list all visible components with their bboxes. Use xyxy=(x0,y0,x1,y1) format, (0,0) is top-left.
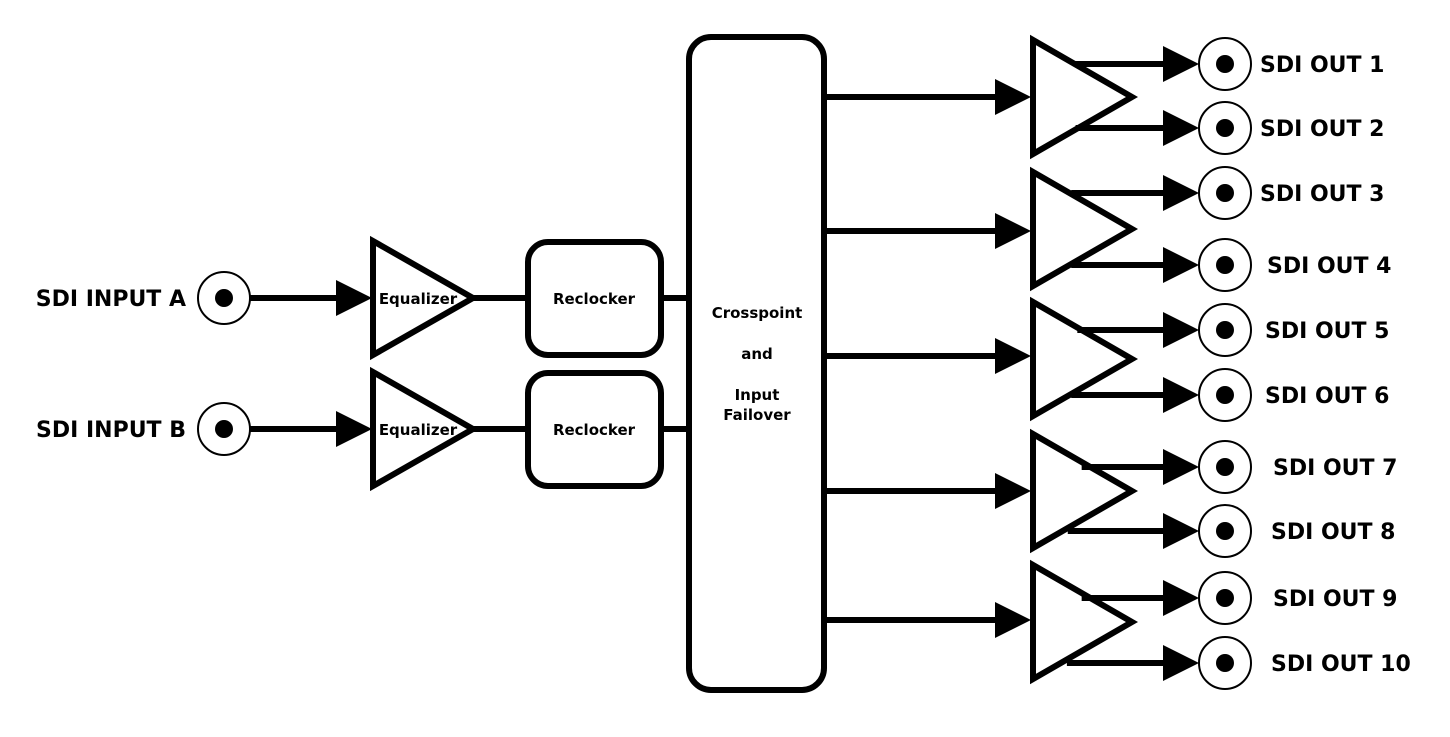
output-connector-icon xyxy=(1198,101,1252,155)
distribution-amplifier: SDI OUT 5 SDI OUT 6 xyxy=(824,296,1390,422)
equalizer-label: Equalizer xyxy=(379,290,458,308)
bnc-connector-pin xyxy=(215,289,233,307)
input-label: SDI INPUT A xyxy=(36,287,186,312)
output-label: SDI OUT 8 xyxy=(1271,520,1396,545)
distribution-amplifier: SDI OUT 1 SDI OUT 2 xyxy=(824,34,1385,160)
output-label: SDI OUT 2 xyxy=(1260,117,1385,142)
amplifier-triangle xyxy=(1030,34,1139,160)
distribution-amplifier: SDI OUT 9 SDI OUT 10 xyxy=(824,559,1411,690)
output-connector-icon xyxy=(1198,440,1252,494)
input-chain: SDI INPUT A Equalizer Reclocker xyxy=(36,235,689,361)
bnc-connector-pin xyxy=(1216,321,1234,339)
equalizer-label: Equalizer xyxy=(379,421,458,439)
equalizer-triangle xyxy=(370,366,480,492)
amplifier-triangle xyxy=(1030,428,1139,554)
bnc-connector-pin xyxy=(1216,184,1234,202)
output-label: SDI OUT 7 xyxy=(1273,456,1398,481)
bnc-connector-pin xyxy=(1216,119,1234,137)
bnc-connector-pin xyxy=(215,420,233,438)
input-chain: SDI INPUT B Equalizer Reclocker xyxy=(36,366,689,492)
distribution-amplifier: SDI OUT 3 SDI OUT 4 xyxy=(824,166,1392,292)
crosspoint-label-line4: Failover xyxy=(723,406,791,424)
input-connector-icon xyxy=(197,402,251,456)
amplifier-triangle xyxy=(1030,559,1139,685)
output-label: SDI OUT 5 xyxy=(1265,319,1390,344)
amplifier-triangle xyxy=(1030,296,1139,422)
output-connector-icon xyxy=(1198,504,1252,558)
output-connector-icon xyxy=(1198,368,1252,422)
output-connector-icon xyxy=(1198,37,1252,91)
output-connector-icon xyxy=(1198,303,1252,357)
output-label: SDI OUT 3 xyxy=(1260,182,1385,207)
output-connector-icon xyxy=(1198,166,1252,220)
distribution-amplifier: SDI OUT 7 SDI OUT 8 xyxy=(824,428,1398,558)
input-connector-icon xyxy=(197,271,251,325)
equalizer-triangle xyxy=(370,235,480,361)
crosspoint-label-line1: Crosspoint xyxy=(712,304,803,322)
output-connector-icon xyxy=(1198,636,1252,690)
crosspoint-label-line2: and xyxy=(741,345,773,363)
bnc-connector-pin xyxy=(1216,55,1234,73)
input-label: SDI INPUT B xyxy=(36,418,186,443)
amplifier-triangle xyxy=(1030,166,1139,292)
bnc-connector-pin xyxy=(1216,256,1234,274)
crosspoint-label-line3: Input xyxy=(735,386,780,404)
bnc-connector-pin xyxy=(1216,386,1234,404)
output-label: SDI OUT 1 xyxy=(1260,53,1385,78)
bnc-connector-pin xyxy=(1216,589,1234,607)
reclocker-label: Reclocker xyxy=(553,421,636,439)
bnc-connector-pin xyxy=(1216,654,1234,672)
output-label: SDI OUT 9 xyxy=(1273,587,1398,612)
reclocker-label: Reclocker xyxy=(553,290,636,308)
crosspoint-block: Crosspoint and Input Failover xyxy=(686,34,827,693)
output-connector-icon xyxy=(1198,238,1252,292)
bnc-connector-pin xyxy=(1216,458,1234,476)
output-label: SDI OUT 4 xyxy=(1267,254,1392,279)
bnc-connector-pin xyxy=(1216,522,1234,540)
output-label: SDI OUT 10 xyxy=(1271,652,1411,677)
output-label: SDI OUT 6 xyxy=(1265,384,1390,409)
output-connector-icon xyxy=(1198,571,1252,625)
